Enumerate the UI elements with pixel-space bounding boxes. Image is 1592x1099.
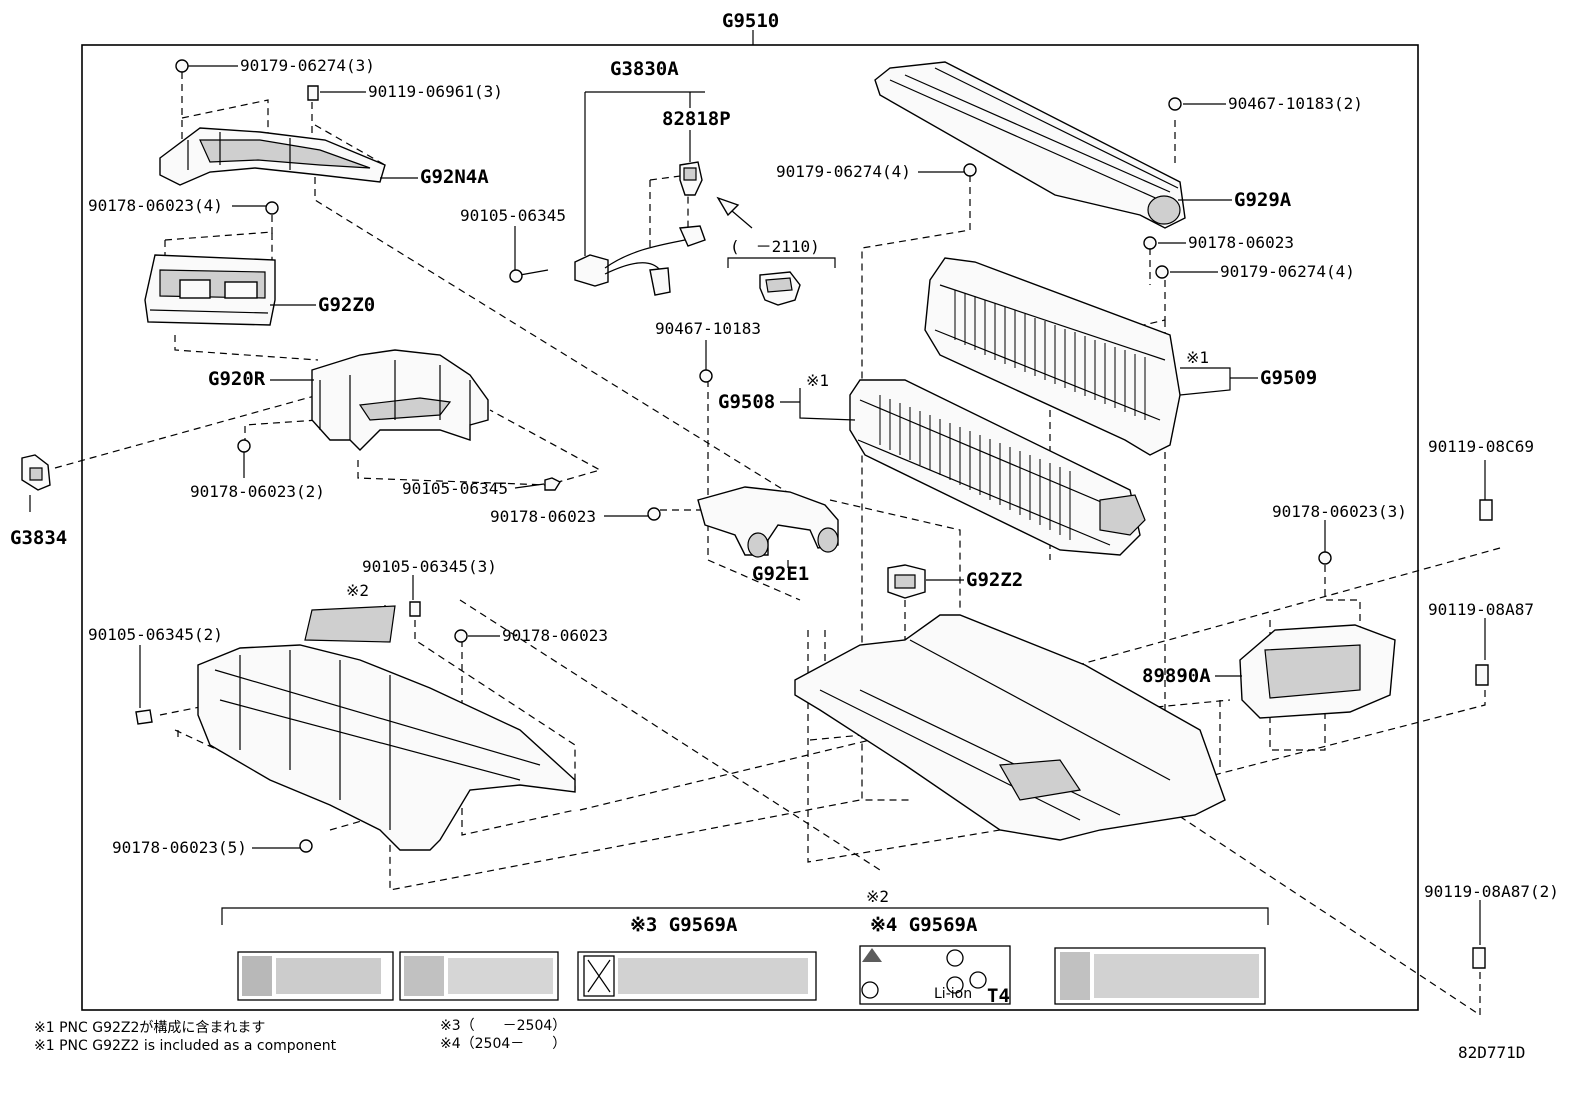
fasteners [135,59,1493,969]
callout-c08: G3834 [10,527,67,549]
callout-c17: 90179-06274(4) [776,162,911,181]
drawing-number: 82D771D [1458,1043,1525,1062]
footnote-4: ※4（2504－ ） [440,1036,566,1052]
callout-c07: 90178-06023(2) [190,482,325,501]
callout-c05: G92Z0 [318,294,375,316]
part-89890a-bracket [1239,624,1396,719]
callout-c32: ※2 [346,581,369,600]
footnote-1: ※1 PNC G92Z2が構成に含まれます [34,1020,265,1036]
callout-c21: 90179-06274(4) [1220,262,1355,281]
callout-c31: 90105-06345(3) [362,557,497,576]
part-connector-2110 [727,257,836,306]
callout-c25: ※1 [806,371,829,390]
callout-c06: G920R [208,368,266,390]
callout-c28: 90178-06023(3) [1272,502,1407,521]
part-g929a-plenum [874,61,1186,229]
callout-c02: 90119-06961(3) [368,82,503,101]
part-label-patch [304,605,396,643]
part-g3834-clip [21,454,51,491]
callout-c18: 90467-10183(2) [1228,94,1363,113]
part-g92z0-box [144,254,276,326]
part-lower-tray [794,614,1226,841]
callout-c26: G92Z2 [966,569,1023,591]
assembly-frame [81,44,1419,1011]
footnote-3: ※3（ －2504） [440,1018,566,1034]
part-lower-cover [197,644,576,851]
callout-c30: 89890A [1142,665,1211,687]
decal-group-bracket [221,907,1269,925]
part-g3830a-harness [509,225,706,296]
callout-c39: ※4 G9569A [870,914,978,936]
decal-5 [1054,947,1266,1005]
part-g9508-battery-stack [849,379,1146,556]
callout-c19: G929A [1234,189,1292,211]
callout-c15: 90467-10183 [655,319,761,338]
callout-c34: 90105-06345(2) [88,625,223,644]
decal-3 [577,951,817,1001]
callout-c33: 90178-06023 [502,626,608,645]
callout-c03: G92N4A [420,166,489,188]
warning-decals [237,945,1266,1005]
callout-c20: 90178-06023 [1188,233,1294,252]
callout-c13: 90105-06345 [402,479,508,498]
callout-c16: G92E1 [752,563,809,585]
callout-c11: G3830A [610,58,679,80]
main-assembly-label: G9510 [722,10,779,32]
callout-c29: 90119-08A87 [1428,600,1534,619]
part-g920r-bracket [311,349,489,451]
part-82818p-connector [679,161,703,196]
callout-c04: 90178-06023(4) [88,196,223,215]
leader-lines [29,65,1486,945]
callout-c01: 90179-06274(3) [240,56,375,75]
decal-1 [237,951,394,1001]
callout-c37: ※2 [866,887,889,906]
callout-c36: 90119-08A87(2) [1424,882,1559,901]
callout-c35: 90178-06023(5) [112,838,247,857]
decal-liion-text: Li-ion [934,986,972,1002]
footnotes: ※1 PNC G92Z2が構成に含まれます ※1 PNC G92Z2 is inc… [34,1018,566,1054]
part-g92n4a-cover [159,127,386,186]
callout-c23: G9509 [1260,367,1317,389]
decal-2 [399,951,559,1001]
part-g92e1-duct [697,486,839,558]
callout-c14: ( －2110) [730,237,820,256]
callout-c22: ※1 [1186,348,1209,367]
footnote-2: ※1 PNC G92Z2 is included as a component [34,1038,337,1054]
callout-c09: 90105-06345 [460,206,566,225]
callout-c38: ※3 G9569A [630,914,738,936]
part-g92z2-bracket [887,564,926,599]
callout-c10: 90178-06023 [490,507,596,526]
direction-arrow [716,196,753,229]
callout-labels: 90179-06274(3) 90119-06961(3) G92N4A 90178-… [10,56,1559,936]
callout-c27: 90119-08C69 [1428,437,1534,456]
decal-t4-text: T4 [987,985,1010,1007]
callout-c12: 82818P [662,108,731,130]
callout-c24: G9508 [718,391,775,413]
part-g9509-battery-stack [924,257,1181,456]
